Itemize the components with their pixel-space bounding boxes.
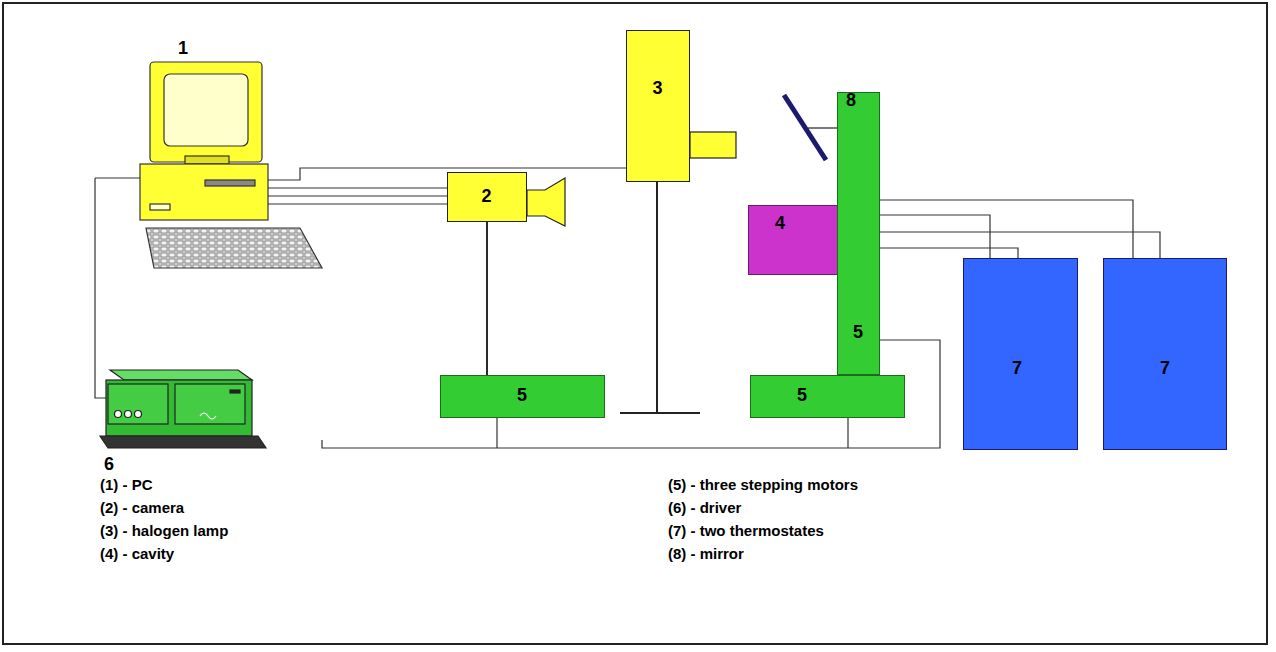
driver-illustration bbox=[100, 436, 266, 448]
signal-wire bbox=[268, 187, 447, 188]
signal-wire bbox=[268, 195, 447, 196]
legend-entry: (3) - halogen lamp bbox=[100, 522, 228, 539]
legend-entry: (2) - camera bbox=[100, 499, 184, 516]
signal-wire bbox=[496, 418, 497, 448]
callout-number: 1 bbox=[178, 38, 188, 59]
lamp-box: 3 bbox=[626, 30, 690, 182]
legend-entry: (7) - two thermostates bbox=[668, 522, 824, 539]
legend-entry: (6) - driver bbox=[668, 499, 741, 516]
callout-number: 5 bbox=[517, 386, 527, 406]
pc-illustration bbox=[164, 74, 248, 146]
driver-illustration bbox=[100, 370, 266, 448]
driver-illustration bbox=[125, 411, 132, 418]
driver-illustration bbox=[115, 411, 122, 418]
signal-wire bbox=[847, 418, 848, 448]
camera-lens bbox=[527, 178, 565, 226]
callout-number: 7 bbox=[1012, 359, 1022, 379]
callout-number: 5 bbox=[797, 386, 807, 406]
lamp-stand bbox=[620, 412, 700, 414]
signal-wire bbox=[268, 203, 447, 204]
driver-illustration bbox=[200, 413, 216, 419]
lamp-stand bbox=[620, 182, 700, 413]
lamp-nozzle bbox=[690, 132, 736, 158]
legend-entry: (8) - mirror bbox=[668, 545, 744, 562]
pc-illustration bbox=[146, 228, 322, 268]
thermostat-box: 7 bbox=[963, 258, 1078, 450]
legend-entry: (4) - cavity bbox=[100, 545, 174, 562]
connection-wire bbox=[486, 222, 487, 375]
driver-illustration bbox=[108, 384, 168, 424]
signal-wire bbox=[95, 177, 140, 178]
camera-stand bbox=[486, 222, 488, 375]
signal-wire bbox=[880, 200, 1133, 258]
callout-number: 5 bbox=[853, 323, 863, 343]
pc-illustration bbox=[185, 156, 229, 164]
lamp-stand bbox=[656, 182, 658, 413]
cavity-box: 4 bbox=[748, 205, 838, 275]
pc-illustration bbox=[150, 62, 262, 162]
callout-number: 7 bbox=[1160, 359, 1170, 379]
callout-number: 4 bbox=[775, 214, 785, 234]
signal-wire bbox=[95, 178, 106, 398]
mirror-holder bbox=[808, 127, 837, 128]
callout-number: 6 bbox=[104, 454, 114, 475]
driver-illustration bbox=[230, 390, 240, 393]
camera-box: 2 bbox=[447, 172, 527, 222]
driver-illustration bbox=[135, 411, 142, 418]
pc-illustration bbox=[150, 204, 170, 210]
pc-illustration bbox=[140, 164, 268, 220]
stepping-motor: 5 bbox=[440, 375, 605, 418]
stepping-motor: 5 bbox=[750, 375, 905, 418]
connection-wire bbox=[838, 232, 1160, 258]
stepping-motor: 5 bbox=[837, 92, 880, 375]
callout-number: 2 bbox=[481, 187, 491, 207]
thermostat-box: 7 bbox=[1103, 258, 1227, 450]
pc-illustration bbox=[205, 180, 255, 186]
driver-illustration bbox=[106, 380, 252, 436]
legend-entry: (1) - PC bbox=[100, 476, 153, 493]
lamp-nozzle bbox=[690, 132, 736, 158]
driver-illustration bbox=[110, 370, 252, 380]
legend-entry: (5) - three stepping motors bbox=[668, 476, 858, 493]
callout-number: 3 bbox=[652, 79, 662, 99]
callout-number: 8 bbox=[846, 90, 856, 111]
signal-wire bbox=[880, 215, 990, 258]
camera-lens bbox=[527, 178, 565, 226]
driver-illustration bbox=[175, 384, 245, 424]
pc-illustration bbox=[140, 62, 322, 268]
